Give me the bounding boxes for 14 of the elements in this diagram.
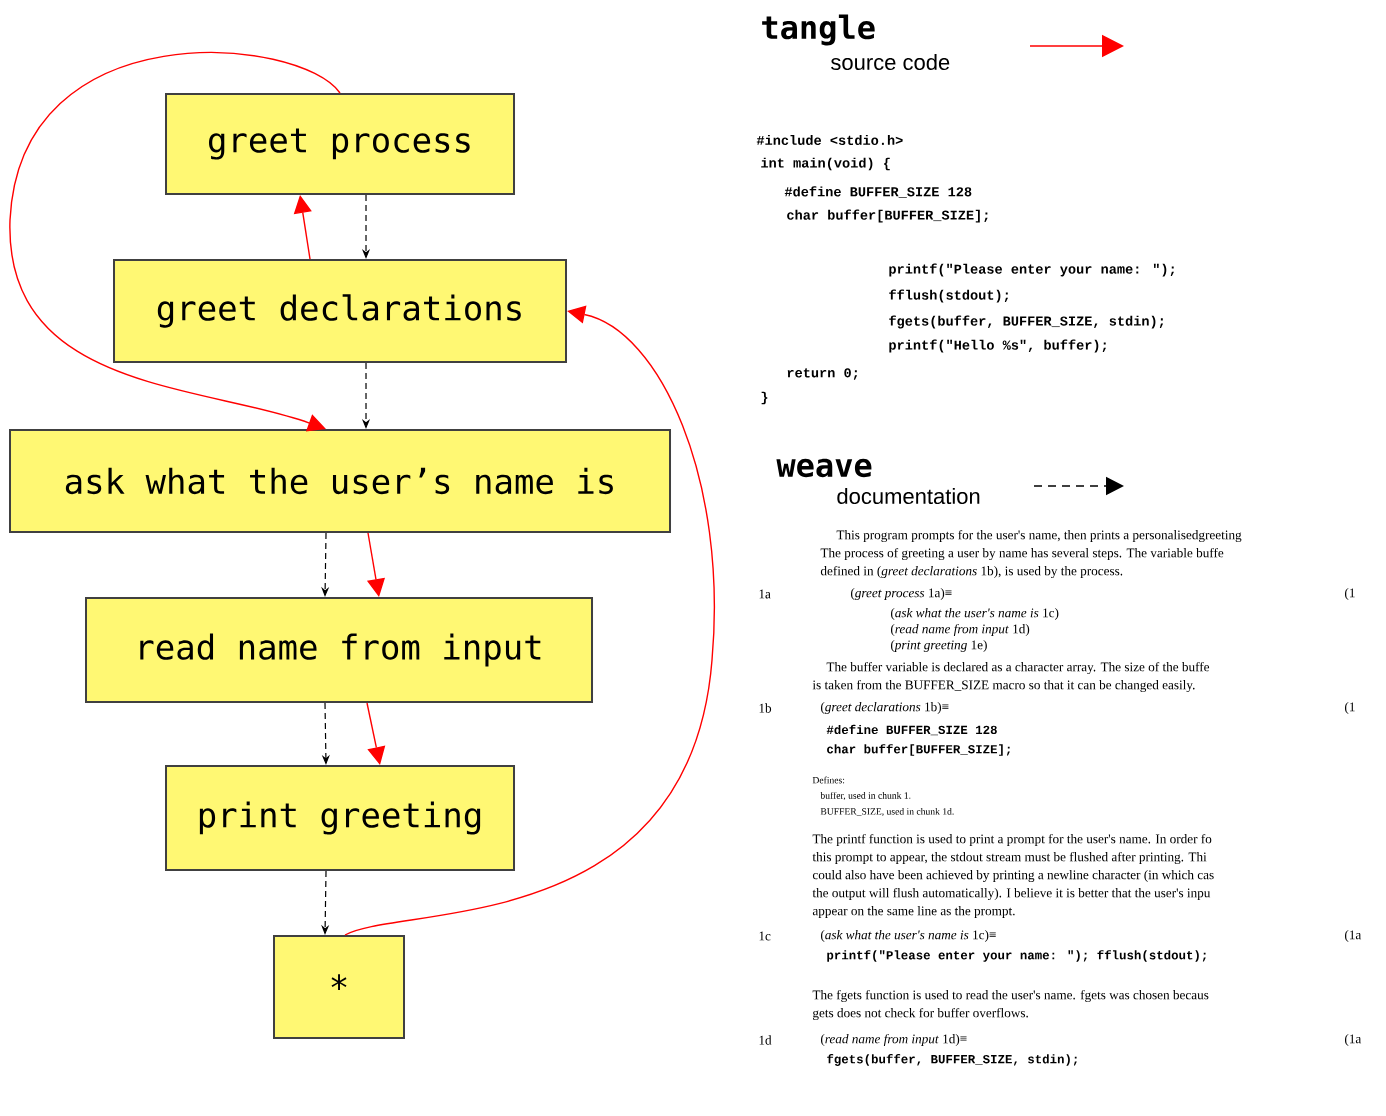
arrow	[366, 702, 386, 765]
arrow	[9, 52, 341, 432]
legend-caption: documentation	[837, 487, 980, 505]
process-box: read name from input	[85, 597, 593, 703]
process-box: greet process	[165, 93, 515, 195]
arrow	[293, 195, 312, 260]
legend-key: tangle	[762, 14, 875, 46]
process-box: greet declarations	[113, 259, 567, 363]
process-box: *	[273, 935, 405, 1039]
arrow	[344, 305, 715, 936]
process-box: print greeting	[165, 765, 515, 871]
legend-caption: source code	[831, 53, 950, 71]
process-box: ask what the user’s name is	[9, 429, 671, 533]
legend-key: weave	[776, 458, 872, 478]
